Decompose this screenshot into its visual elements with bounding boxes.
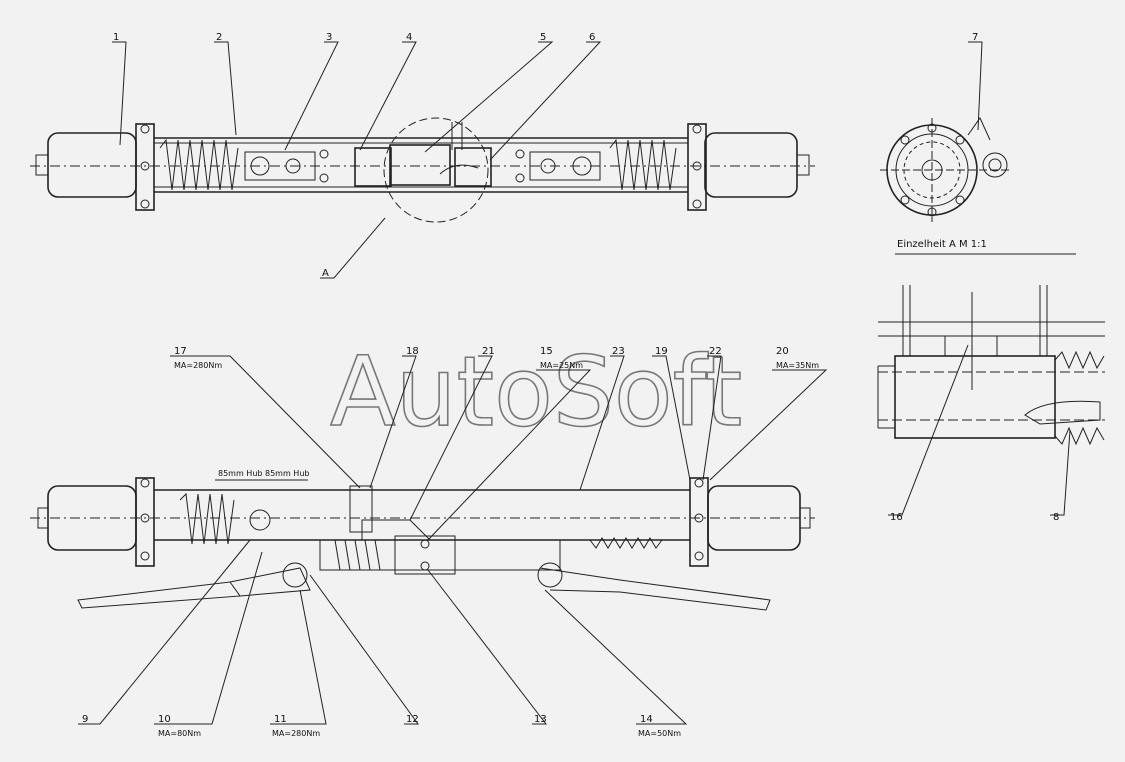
callout-3: 3 bbox=[326, 32, 332, 43]
callout-19: 19 bbox=[655, 346, 668, 357]
callout-14: 14 bbox=[640, 714, 653, 725]
callout-18: 18 bbox=[406, 346, 419, 357]
callout-4: 4 bbox=[406, 32, 412, 43]
callout-12: 12 bbox=[406, 714, 419, 725]
callout-11: 11 bbox=[274, 714, 287, 725]
callout-15: 15 bbox=[540, 346, 553, 357]
stroke-label-1: 85mm Hub bbox=[218, 469, 262, 478]
callout-8: 8 bbox=[1053, 512, 1059, 523]
detail-title: Einzelheit A M 1:1 bbox=[897, 239, 987, 250]
stroke-label-2: 85mm Hub bbox=[265, 469, 309, 478]
watermark-text: AutoSoft bbox=[330, 336, 742, 448]
torque-17: MA=280Nm bbox=[174, 361, 222, 370]
callout-5: 5 bbox=[540, 32, 546, 43]
detail-marker: A bbox=[322, 268, 329, 279]
callout-21: 21 bbox=[482, 346, 495, 357]
callout-7: 7 bbox=[972, 32, 978, 43]
torque-15: MA=25Nm bbox=[540, 361, 583, 370]
callout-1: 1 bbox=[113, 32, 119, 43]
leader-lines bbox=[78, 41, 1071, 725]
top-assembly bbox=[30, 117, 815, 223]
callout-9: 9 bbox=[82, 714, 88, 725]
detail-a: Einzelheit A M 1:1 bbox=[877, 239, 1105, 446]
bottom-assembly: 85mm Hub 85mm Hub bbox=[30, 469, 815, 611]
callout-22: 22 bbox=[709, 346, 722, 357]
torque-11: MA=280Nm bbox=[272, 729, 320, 738]
callout-2: 2 bbox=[216, 32, 222, 43]
callout-17: 17 bbox=[174, 346, 187, 357]
callout-labels: 1 2 3 4 5 6 7 A 17 MA=280Nm 18 21 15 MA=… bbox=[82, 32, 1059, 738]
callout-13: 13 bbox=[534, 714, 547, 725]
callout-20: 20 bbox=[776, 346, 789, 357]
torque-14: MA=50Nm bbox=[638, 729, 681, 738]
torque-20: MA=35Nm bbox=[776, 361, 819, 370]
callout-16: 16 bbox=[890, 512, 903, 523]
callout-23: 23 bbox=[612, 346, 625, 357]
torque-10: MA=80Nm bbox=[158, 729, 201, 738]
end-view bbox=[880, 116, 1010, 222]
callout-10: 10 bbox=[158, 714, 171, 725]
callout-6: 6 bbox=[589, 32, 595, 43]
